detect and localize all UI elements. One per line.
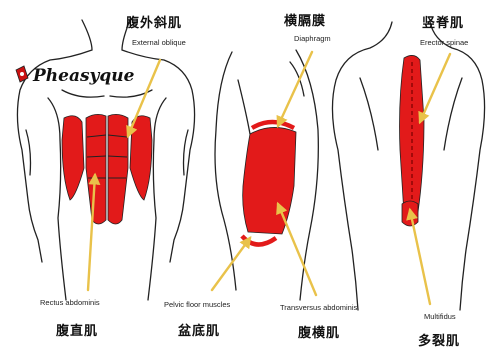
pelvic-floor-arrow (212, 238, 250, 290)
multifidus-arrow (410, 210, 430, 304)
pelvic-floor-en-label: Pelvic floor muscles (164, 300, 230, 309)
diaphragm-en-label: Diaphragm (294, 34, 331, 43)
transversus-abdominis-muscle (243, 127, 296, 234)
external-oblique-muscle (62, 116, 152, 200)
transversus-abdominis-cn-label: 腹横肌 (298, 322, 340, 341)
pheasyque-logo-icon (16, 66, 28, 82)
transversus-abdominis-en-label: Transversus abdominis (280, 303, 357, 312)
rectus-abdominis-cn-label: 腹直肌 (56, 320, 98, 339)
external-oblique-en-label: External oblique (132, 38, 186, 47)
external-oblique-cn-label: 腹外斜肌 (126, 12, 182, 31)
diaphragm-arrow (278, 52, 312, 126)
diaphragm-cn-label: 横膈膜 (284, 10, 326, 29)
rectus-abdominis-en-label: Rectus abdominis (40, 298, 100, 307)
erector-spinae-cn-label: 竖脊肌 (422, 12, 464, 31)
transversus-abdominis-arrow (278, 204, 316, 295)
erector-spinae-arrow (420, 54, 450, 122)
pelvic-floor-cn-label: 盆底肌 (178, 320, 220, 339)
multifidus-cn-label: 多裂肌 (418, 330, 460, 349)
multifidus-en-label: Multifidus (424, 312, 456, 321)
erector-spinae-en-label: Erector spinae (420, 38, 468, 47)
brand-name: Pheasyque (33, 66, 135, 86)
erector-spinae-muscle (400, 55, 425, 218)
